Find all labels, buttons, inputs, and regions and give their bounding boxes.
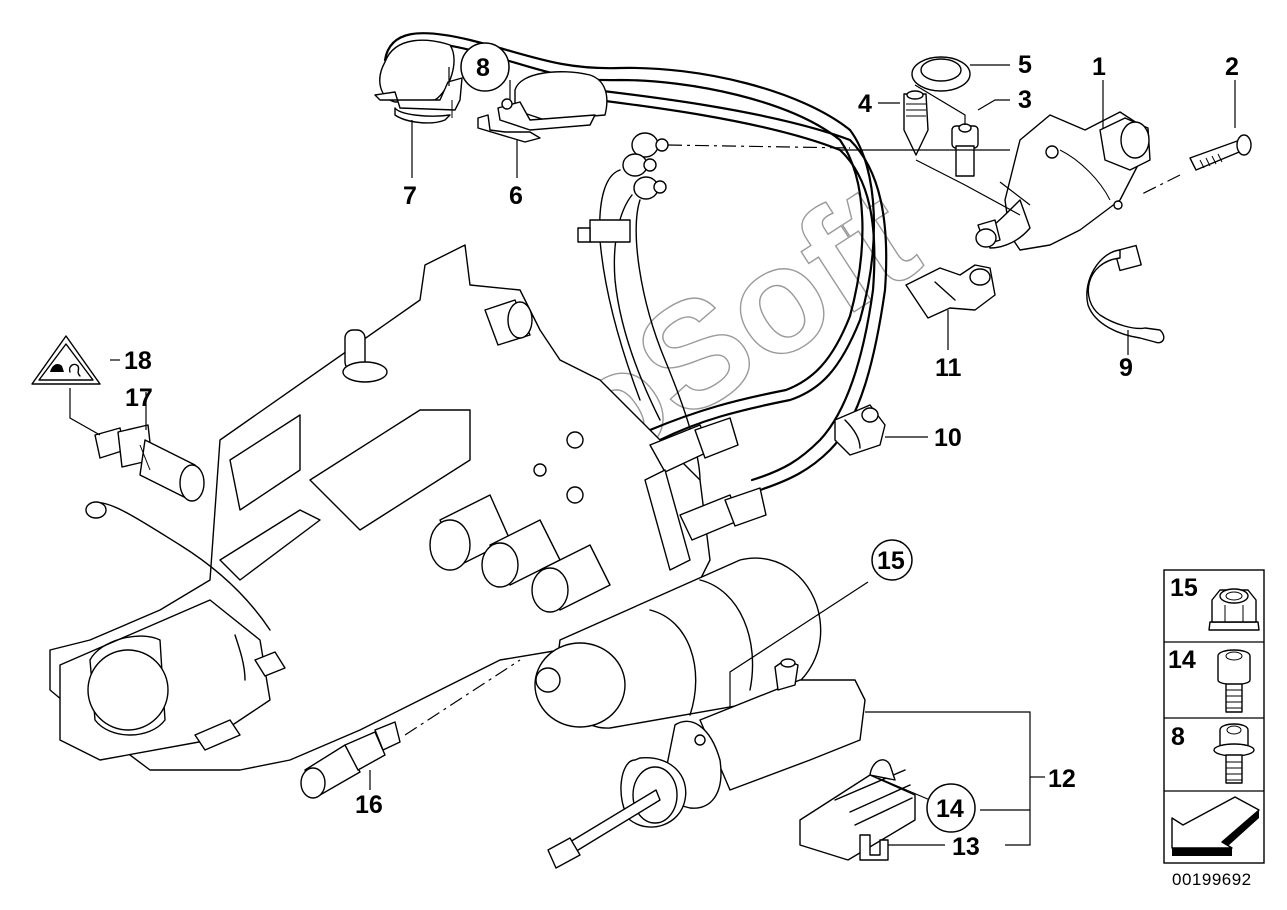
callout-9: 9 (1119, 354, 1133, 382)
callout-15-circle (871, 539, 913, 581)
part-11-holder (905, 264, 996, 319)
part-7-sensor-cover (374, 39, 463, 124)
legend-row-14: 14 (1168, 646, 1251, 713)
callout-3: 3 (1018, 86, 1032, 114)
part-16-sensor (300, 659, 521, 799)
part-10-clip (834, 404, 886, 456)
harness-connectors (644, 417, 767, 571)
part-13-bracket (799, 759, 916, 861)
legend-label-8: 8 (1171, 723, 1185, 751)
callout-14: 14 (936, 795, 964, 823)
callout-10: 10 (934, 424, 962, 452)
part-4-nipple (903, 90, 929, 156)
callout-14-circle (926, 783, 976, 833)
part-1-actuator (975, 111, 1151, 251)
callout-11: 11 (935, 354, 962, 382)
direction-arrow-icon (1171, 796, 1260, 856)
callout-8: 8 (476, 54, 490, 82)
part-12-slave-cylinder (547, 658, 866, 869)
callout-labels: 1 2 3 4 5 6 7 8 9 10 11 12 13 14 15 16 1… (124, 42, 1239, 861)
leader-lines-top-right (840, 64, 1236, 216)
callout-13: 13 (952, 833, 980, 861)
callout-17: 17 (125, 384, 153, 412)
callout-12: 12 (1048, 765, 1076, 793)
callout-5: 5 (1018, 51, 1032, 79)
callout-16: 16 (355, 791, 383, 819)
part-18-warning-label-icon (31, 335, 101, 385)
legend-label-14: 14 (1168, 646, 1196, 674)
callout-15: 15 (877, 547, 905, 575)
callout-7: 7 (403, 182, 417, 210)
document-number: 00199692 (1172, 870, 1252, 889)
left-bracket-reservoir (59, 501, 286, 761)
part-5-cap (911, 56, 971, 92)
legend-row-15: 15 (1170, 574, 1260, 631)
callout-8-circle (460, 42, 510, 92)
socket-head-bolt-icon (1217, 649, 1251, 713)
solenoid-valves (429, 431, 611, 613)
fastener-legend: 15 14 8 (1163, 569, 1265, 864)
callout-18: 18 (124, 347, 152, 375)
legend-label-15: 15 (1170, 574, 1198, 602)
legend-row-8: 8 (1171, 723, 1255, 784)
flange-socket-bolt-icon (1213, 723, 1255, 784)
part-17-sensor (94, 424, 205, 502)
flange-nut-icon (1208, 588, 1260, 631)
callout-6: 6 (509, 182, 523, 210)
callout-4: 4 (858, 90, 872, 118)
part-3-bleed-screw (951, 123, 979, 177)
part-2-bolt (1189, 134, 1252, 171)
callout-2: 2 (1225, 53, 1239, 81)
pump-motor (534, 557, 822, 729)
leader-lines (69, 67, 1129, 846)
part-6-sensor-cover (477, 71, 608, 143)
part-9-cable-tie (1086, 244, 1165, 344)
callout-1: 1 (1092, 53, 1106, 81)
